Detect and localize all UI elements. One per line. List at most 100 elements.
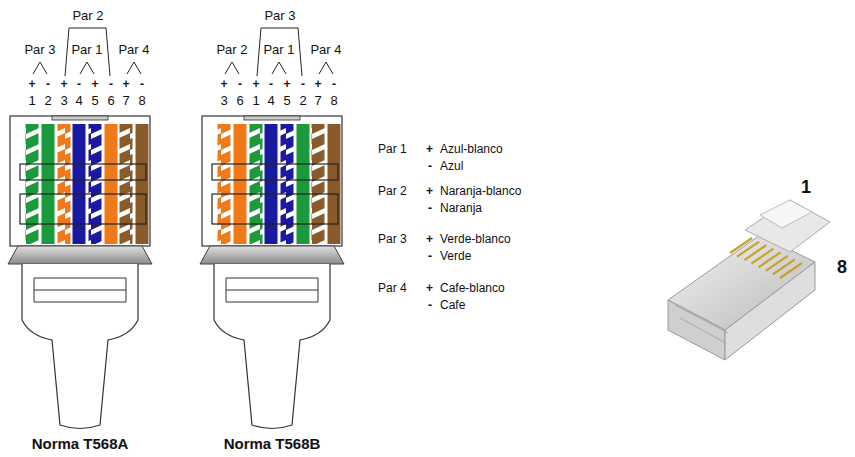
pin-number: 4: [267, 94, 274, 108]
pin-number: 7: [122, 94, 129, 108]
polarity-sign: +: [91, 78, 98, 91]
pin-number: 8: [837, 258, 847, 278]
wire: [328, 124, 341, 244]
pin-number: 3: [60, 94, 67, 108]
contact: [780, 263, 802, 278]
pin-number: 8: [330, 94, 337, 108]
pair-bracket: [127, 62, 141, 74]
pin-number: 2: [44, 94, 51, 108]
pin-number: 5: [91, 94, 98, 108]
pin-number: 4: [75, 94, 82, 108]
pair-bracket: [33, 62, 47, 74]
pair-bracket: [272, 62, 286, 74]
wire: [281, 124, 294, 244]
pair-label: Par 2: [216, 43, 247, 57]
polarity-sign: -: [46, 78, 50, 91]
contact: [730, 238, 752, 253]
wire: [105, 124, 118, 244]
strain-relief: [200, 246, 344, 264]
legend-pair: Par 4: [378, 282, 407, 295]
pair-label: Par 1: [263, 43, 294, 57]
connector-body: [202, 116, 342, 246]
pair-label: Par 2: [72, 9, 103, 23]
connector-body: [10, 116, 150, 246]
contact: [737, 242, 759, 257]
wire: [58, 124, 71, 244]
pair-label: Par 4: [310, 43, 341, 57]
wire-color: Cafe-blanco: [440, 282, 505, 295]
contact: [751, 249, 773, 264]
cable-boot: [214, 264, 330, 429]
polarity-sign: +: [283, 78, 290, 91]
legend-pair: Par 1: [378, 143, 407, 156]
boot-ribs: [226, 278, 318, 302]
wire-color: Naranja: [440, 202, 482, 215]
wire: [297, 124, 310, 244]
latch: [244, 116, 300, 120]
wire: [312, 124, 325, 244]
polarity-sign: -: [109, 78, 113, 91]
wire: [73, 124, 86, 244]
strain-relief: [8, 246, 152, 264]
pair-label: Par 1: [71, 43, 102, 57]
wire: [42, 124, 55, 244]
connectors: [8, 28, 344, 429]
polarity-sign: +: [426, 282, 433, 295]
pair-label: Par 3: [24, 43, 55, 57]
contact-bar: [212, 194, 338, 224]
pin-number: 2: [299, 94, 306, 108]
wire-color: Naranja-blanco: [440, 185, 521, 198]
wire: [218, 124, 231, 244]
polarity-sign: -: [77, 78, 81, 91]
pin-number: 6: [107, 94, 114, 108]
polarity-sign: +: [122, 78, 129, 91]
contact-bar: [20, 194, 146, 224]
boot-ribs: [34, 278, 126, 302]
polarity-sign: -: [428, 299, 432, 312]
rj45-plug: [668, 200, 830, 360]
pin-number: 5: [283, 94, 290, 108]
wire-color: Verde: [440, 250, 471, 263]
polarity-sign: -: [140, 78, 144, 91]
wire: [234, 124, 247, 244]
polarity-sign: -: [428, 250, 432, 263]
contact-bar: [20, 164, 146, 180]
polarity-sign: +: [314, 78, 321, 91]
pair-label: Par 4: [118, 43, 149, 57]
pin-number: 6: [236, 94, 243, 108]
wire-color: Azul: [440, 160, 463, 173]
pin-number: 3: [220, 94, 227, 108]
wire-color: Verde-blanco: [440, 233, 511, 246]
polarity-sign: +: [28, 78, 35, 91]
pair-bracket: [65, 28, 110, 76]
caption: Norma T568B: [224, 436, 321, 453]
caption: Norma T568A: [32, 436, 129, 453]
polarity-sign: +: [252, 78, 259, 91]
polarity-sign: +: [426, 233, 433, 246]
polarity-sign: +: [426, 143, 433, 156]
pair-label: Par 3: [264, 9, 295, 23]
pin-number: 1: [252, 94, 259, 108]
wire: [136, 124, 149, 244]
polarity-sign: -: [428, 202, 432, 215]
pin-number: 8: [138, 94, 145, 108]
pair-bracket: [80, 62, 94, 74]
wire: [265, 124, 278, 244]
cable-boot: [22, 264, 138, 429]
polarity-sign: -: [301, 78, 305, 91]
legend-pair: Par 3: [378, 233, 407, 246]
contact-bar: [212, 164, 338, 180]
pin-number: 1: [28, 94, 35, 108]
polarity-sign: -: [428, 160, 432, 173]
contact: [759, 252, 781, 267]
contact: [766, 256, 788, 271]
polarity-sign: -: [269, 78, 273, 91]
wire-color: Azul-blanco: [440, 143, 503, 156]
polarity-sign: -: [332, 78, 336, 91]
wire: [26, 124, 39, 244]
polarity-sign: +: [426, 185, 433, 198]
rj45-connector: [8, 28, 152, 429]
legend-pair: Par 2: [378, 185, 407, 198]
